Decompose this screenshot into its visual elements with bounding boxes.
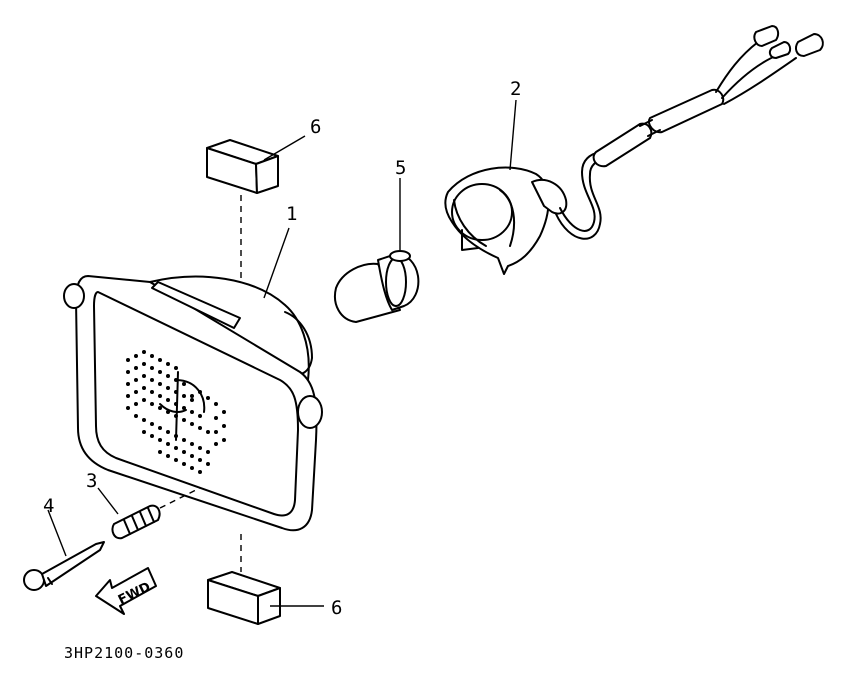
part-2-socket-harness bbox=[444, 25, 824, 275]
part-6-bottom-pad bbox=[207, 571, 281, 625]
guide-line-spring bbox=[159, 487, 201, 509]
callout-4: 4 bbox=[43, 495, 54, 517]
callout-6-top: 6 bbox=[310, 116, 321, 138]
leader-3 bbox=[97, 487, 119, 515]
callout-6-bottom: 6 bbox=[331, 597, 342, 619]
drawing-part-number: 3HP2100-0360 bbox=[64, 644, 184, 662]
part-3-spring bbox=[111, 504, 161, 540]
leader-2 bbox=[509, 99, 517, 171]
part-6-top-pad bbox=[206, 139, 279, 194]
fwd-direction-arrow: FWD bbox=[95, 567, 157, 615]
part-1-headlight-unit bbox=[63, 275, 323, 532]
leader-6-top bbox=[263, 135, 306, 161]
part-5-bulb bbox=[334, 250, 420, 323]
part-4-screw bbox=[23, 541, 105, 591]
callout-3: 3 bbox=[86, 470, 97, 492]
callout-1: 1 bbox=[286, 203, 297, 225]
leader-1 bbox=[263, 227, 290, 299]
leader-4 bbox=[47, 509, 67, 557]
callout-5: 5 bbox=[395, 157, 406, 179]
callout-2: 2 bbox=[510, 78, 521, 100]
